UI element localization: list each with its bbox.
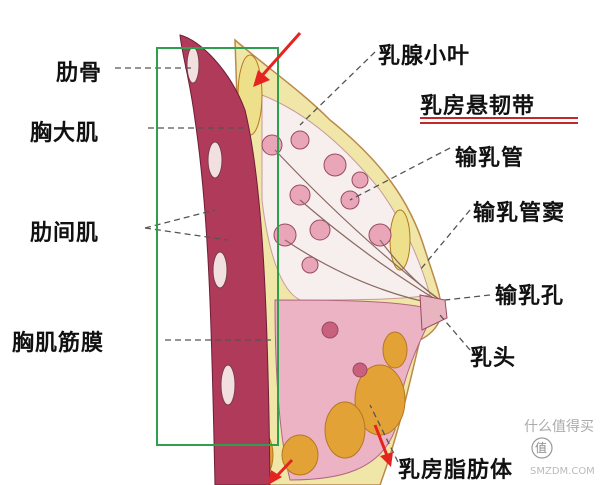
fat-lobules bbox=[236, 54, 411, 484]
label-rib: 肋骨 bbox=[56, 61, 103, 86]
ribs bbox=[186, 46, 236, 406]
nipple bbox=[419, 294, 448, 331]
label-lactiferous-sinus: 输乳管窦 bbox=[473, 201, 566, 226]
watermark-domain: SMZDM.COM bbox=[530, 466, 595, 477]
label-pectoralis-major: 胸大肌 bbox=[30, 121, 100, 146]
watermark-text: 什么值得买 bbox=[524, 419, 594, 435]
label-nipple-pore: 输乳孔 bbox=[495, 284, 565, 309]
leader-lines bbox=[115, 51, 491, 463]
arrow-top bbox=[258, 32, 302, 79]
label-mammary-lobule: 乳腺小叶 bbox=[378, 44, 471, 69]
label-intercostal-muscle: 肋间肌 bbox=[30, 221, 100, 246]
highlight-box bbox=[156, 47, 279, 446]
label-nipple: 乳头 bbox=[470, 346, 517, 371]
watermark-seal-text: 值 bbox=[535, 441, 548, 455]
arrow-bottom-right bbox=[373, 424, 390, 459]
label-suspensory-ligament: 乳房悬韧带 bbox=[420, 94, 536, 119]
label-lactiferous-duct: 输乳管 bbox=[455, 146, 525, 171]
label-breast-fat: 乳房脂肪体 bbox=[398, 458, 514, 483]
watermark-seal bbox=[531, 437, 553, 459]
red-arrows bbox=[253, 32, 393, 485]
label-pectoral-fascia: 胸肌筋膜 bbox=[12, 331, 105, 356]
